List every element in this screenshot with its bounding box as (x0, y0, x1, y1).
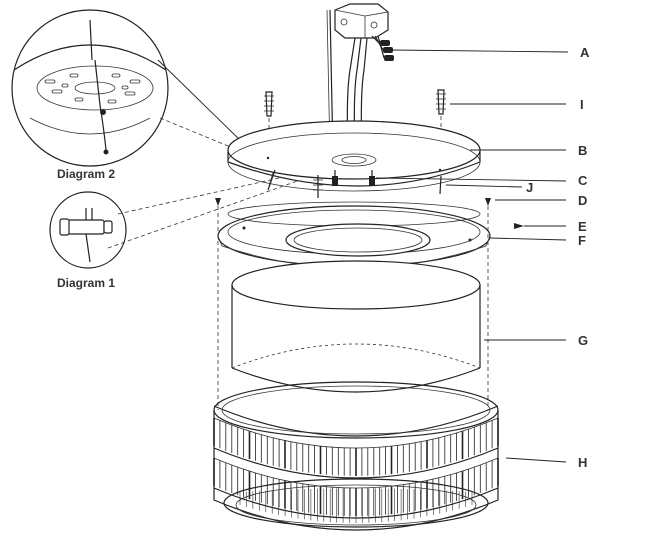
leader-lines (375, 49, 569, 463)
label-d: D (578, 193, 587, 208)
diagram-2-inset (11, 9, 169, 167)
diagram-1-label: Diagram 1 (57, 276, 115, 290)
canopy-screws (267, 169, 442, 198)
decorative-cage (213, 381, 499, 531)
diffuser-pan (217, 201, 491, 269)
mounting-screw-right (436, 89, 446, 140)
label-e: E (578, 219, 587, 234)
label-h: H (578, 455, 587, 470)
label-a: A (580, 45, 590, 60)
label-i: I (580, 97, 584, 112)
label-c: C (578, 173, 588, 188)
label-g: G (578, 333, 588, 348)
drum-shade (231, 260, 481, 393)
junction-box (334, 3, 389, 39)
diagram-2-label: Diagram 2 (57, 167, 115, 181)
label-b: B (578, 143, 587, 158)
label-f: F (578, 233, 586, 248)
label-j: J (526, 180, 533, 195)
diagram-1-inset (49, 191, 127, 269)
canopy-plate (227, 120, 481, 192)
screw-d (215, 198, 491, 206)
wire-nuts (371, 35, 394, 61)
mounting-screw-left (264, 91, 274, 140)
